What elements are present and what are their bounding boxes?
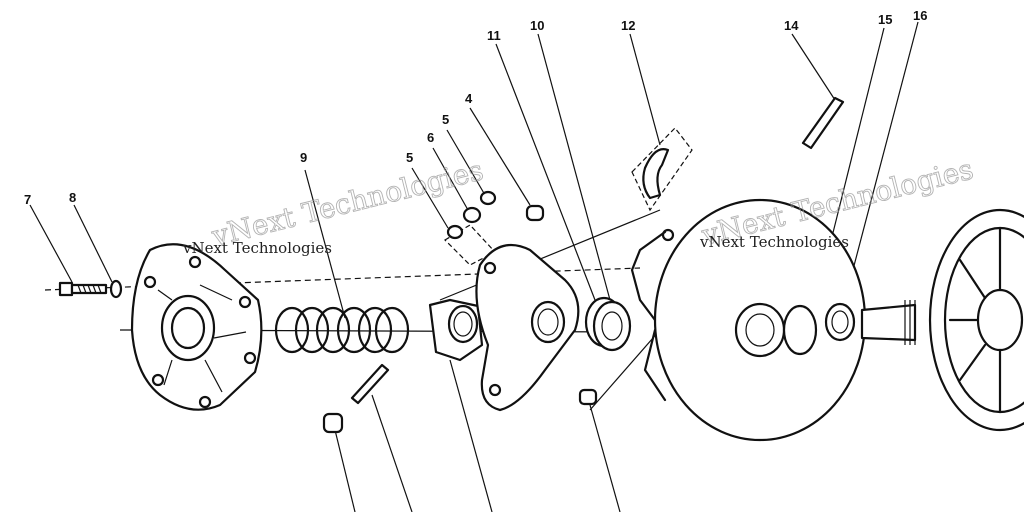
callout-5b: 5 — [442, 112, 449, 127]
callout-12: 12 — [621, 18, 635, 33]
pin-part-14 — [801, 96, 845, 150]
callout-14: 14 — [784, 18, 799, 33]
svg-text:vNext Technologies: vNext Technologies — [182, 239, 332, 257]
callout-15: 15 — [878, 12, 892, 27]
svg-text:vNext Technologies: vNext Technologies — [699, 233, 849, 251]
weight-part-12 — [631, 127, 693, 212]
callout-4: 4 — [465, 91, 473, 106]
watermark-1: vNext Technologies vNext Technologies — [182, 153, 487, 257]
spider-part — [475, 243, 580, 412]
callout-8: 8 — [69, 190, 76, 205]
callout-10: 10 — [530, 18, 544, 33]
roller-parts — [444, 190, 545, 266]
movable-sheave — [630, 198, 867, 442]
bolt-part-7 — [58, 281, 108, 297]
bearing-parts — [782, 302, 856, 356]
threaded-hub — [428, 298, 484, 362]
callout-11: 11 — [487, 28, 501, 43]
cover-plate — [130, 243, 263, 411]
callout-labels: 7 8 9 5 6 5 4 11 10 12 14 15 16 — [24, 8, 927, 207]
bushing-parts — [584, 296, 632, 352]
fixed-sheave — [860, 208, 1024, 432]
washer-part-8 — [109, 279, 123, 299]
pin-part — [350, 363, 390, 405]
nut-part — [578, 388, 598, 406]
callout-7: 7 — [24, 192, 31, 207]
spring-part-9 — [274, 306, 410, 354]
callout-5a: 5 — [406, 150, 413, 165]
callout-9: 9 — [300, 150, 307, 165]
callout-16: 16 — [913, 8, 927, 23]
callout-6: 6 — [427, 130, 434, 145]
button-part — [322, 412, 344, 434]
